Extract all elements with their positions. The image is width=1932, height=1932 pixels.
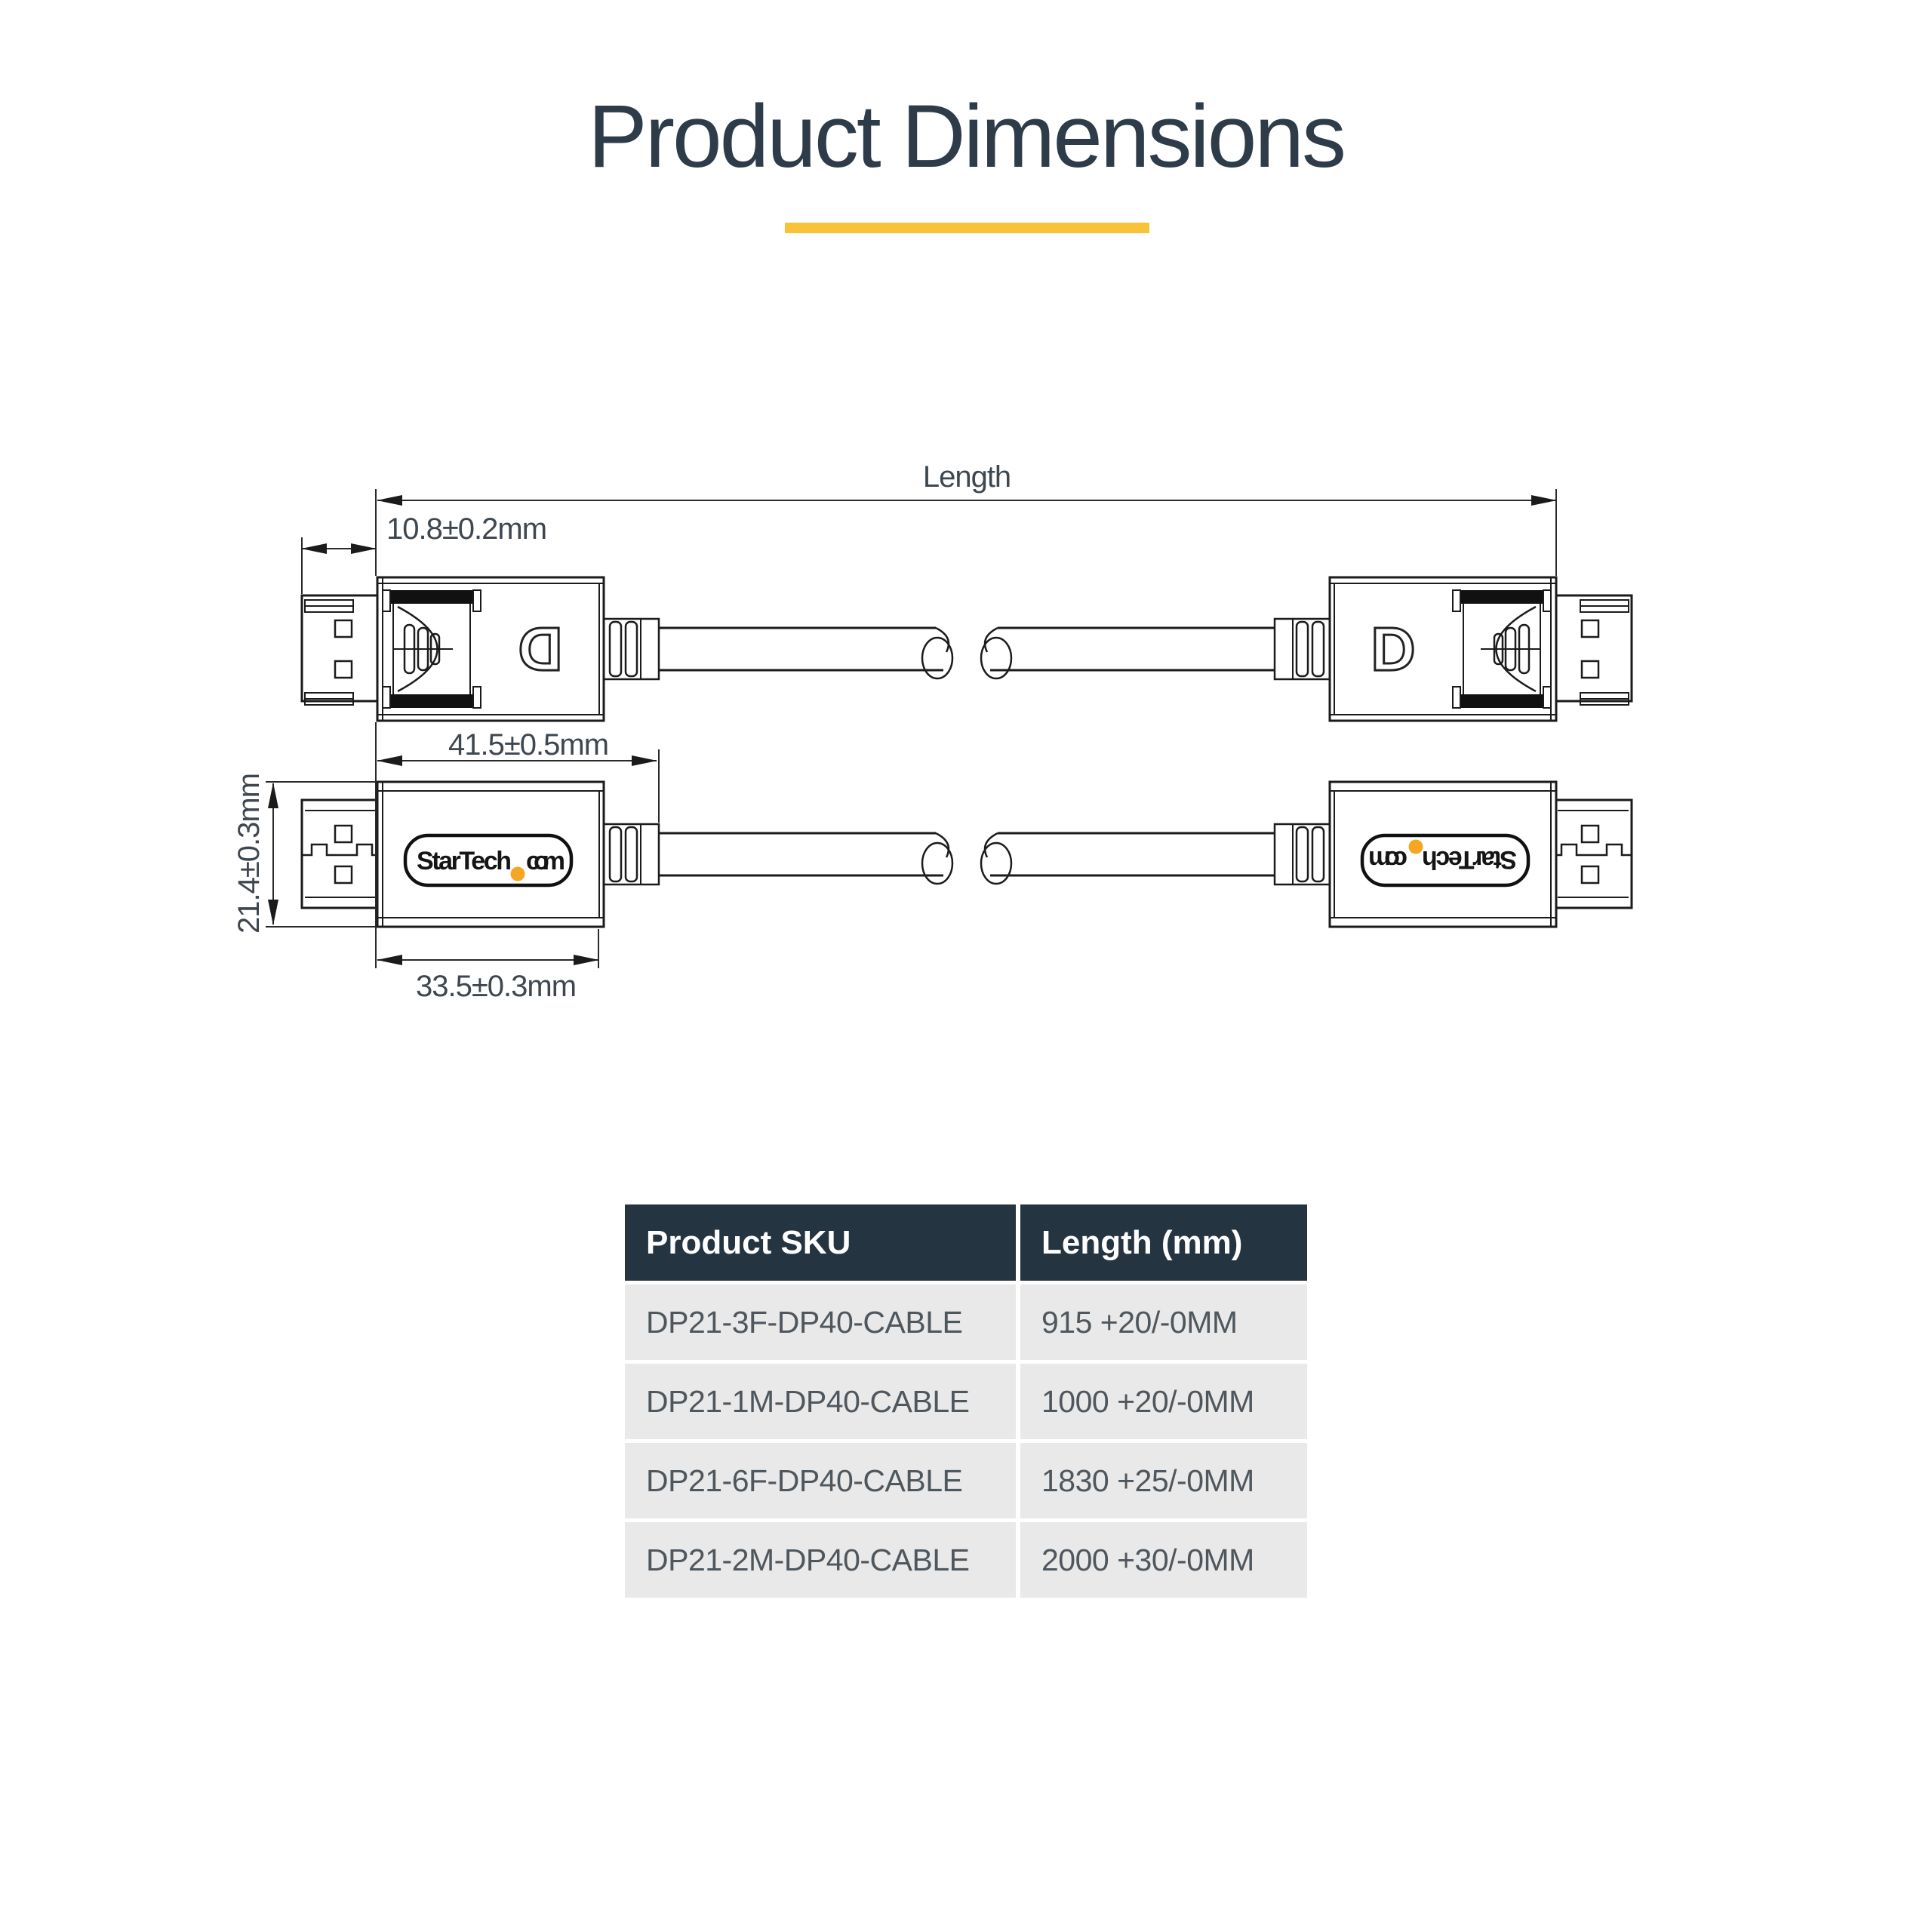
strain-relief bbox=[602, 617, 660, 681]
top-view-left-connector: D bbox=[300, 576, 954, 722]
plug-depth-label: 10.8±0.2mm bbox=[386, 512, 546, 546]
length-label: Length bbox=[923, 460, 1011, 494]
pin-slot bbox=[429, 632, 441, 666]
latch-bar-top bbox=[390, 590, 473, 604]
plug-contact-window bbox=[334, 619, 353, 638]
table-cell-length: 1830 +25/-0MM bbox=[1020, 1443, 1307, 1518]
latch-corner-tab bbox=[382, 589, 391, 612]
strain-relief-rib bbox=[624, 620, 638, 678]
plug-seam-notches bbox=[302, 843, 377, 857]
page-title: Product Dimensions bbox=[588, 87, 1346, 186]
table-cell-sku: DP21-1M-DP40-CABLE bbox=[625, 1364, 1016, 1439]
table-header-sku: Product SKU bbox=[625, 1204, 1016, 1281]
title-underline-accent bbox=[785, 223, 1149, 233]
latch-corner-tab bbox=[472, 589, 481, 612]
cable-break-ellipse bbox=[921, 841, 954, 885]
strain-relief-rib bbox=[608, 826, 623, 883]
table-header-length: Length (mm) bbox=[1020, 1204, 1307, 1281]
table-cell-sku: DP21-6F-DP40-CABLE bbox=[625, 1443, 1016, 1518]
startech-logo: StarTech com bbox=[403, 833, 574, 888]
latch-corner-tab bbox=[382, 686, 391, 709]
cable-break-curve bbox=[935, 832, 950, 858]
pin-slot bbox=[403, 623, 416, 675]
table-cell-sku: DP21-3F-DP40-CABLE bbox=[625, 1284, 1016, 1360]
table-cell-sku: DP21-2M-DP40-CABLE bbox=[625, 1522, 1016, 1598]
dimension-annotations: Length 10.8±0.2mm 41.5±0.5mm 21.4±0.3mm … bbox=[232, 460, 1557, 1003]
cable-break-curve bbox=[935, 626, 950, 653]
table-cell-length: 1000 +20/-0MM bbox=[1020, 1364, 1307, 1439]
strain-relief bbox=[602, 823, 660, 886]
connector-height-label: 21.4±0.3mm bbox=[232, 774, 266, 934]
svg-text:StarTech com: StarTech com bbox=[417, 847, 565, 875]
housing-width-label: 41.5±0.5mm bbox=[448, 728, 608, 761]
plug-contact-window bbox=[334, 660, 353, 679]
strain-relief-rib bbox=[624, 826, 638, 883]
startech-logo-mirrored bbox=[1362, 835, 1528, 885]
strain-relief-rib bbox=[608, 620, 623, 678]
latch-corner-tab bbox=[472, 686, 481, 709]
product-table: Product SKU Length (mm) DP21-3F-DP40-CAB… bbox=[625, 1204, 1307, 1598]
latch-bar-bottom bbox=[390, 694, 473, 708]
displayport-logo-icon: D bbox=[518, 614, 562, 683]
dp-plug-outline bbox=[300, 798, 379, 909]
plug-contact-window bbox=[334, 865, 353, 884]
body-width-label: 33.5±0.3mm bbox=[416, 970, 576, 1003]
top-view-right-connector bbox=[980, 576, 1633, 722]
table-cell-length: 2000 +30/-0MM bbox=[1020, 1522, 1307, 1598]
brand-orange-dot-icon bbox=[510, 866, 525, 881]
side-view-left-connector bbox=[300, 780, 954, 928]
brand-text-startech: StarTech bbox=[417, 847, 512, 875]
cable-break-ellipse bbox=[921, 636, 954, 680]
table-cell-length: 915 +20/-0MM bbox=[1020, 1284, 1307, 1360]
pin-slot bbox=[417, 626, 429, 672]
brand-text-com: com bbox=[526, 847, 565, 875]
plug-contact-window bbox=[334, 824, 353, 844]
side-view-right-connector bbox=[980, 780, 1633, 928]
